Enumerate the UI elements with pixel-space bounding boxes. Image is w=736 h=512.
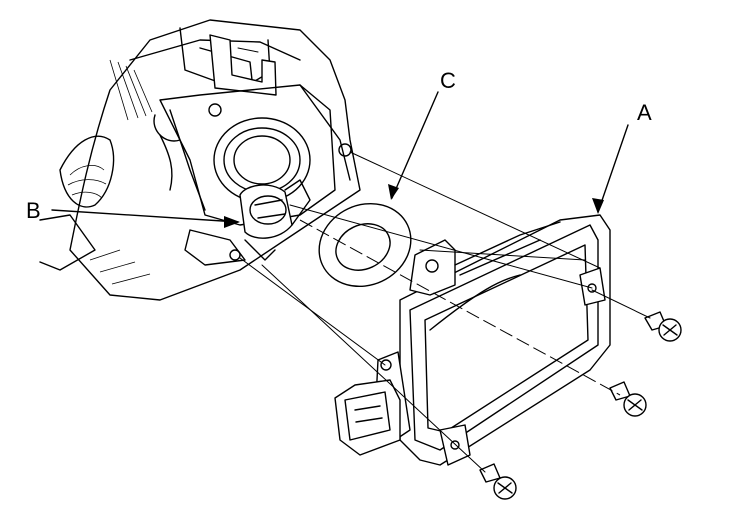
callout-label-b: B	[26, 198, 41, 223]
screw-bottom	[479, 463, 517, 500]
callout-label-c: C	[440, 68, 456, 93]
callout-label-a: A	[637, 100, 652, 125]
screw-middle-right	[609, 381, 647, 417]
ballast-unit	[334, 214, 611, 466]
assembly-guide-lines	[239, 151, 651, 473]
seal-ring	[318, 202, 412, 288]
screw-upper-right	[644, 311, 682, 342]
headlight-housing	[39, 19, 361, 301]
callout-leaders	[51, 91, 629, 228]
